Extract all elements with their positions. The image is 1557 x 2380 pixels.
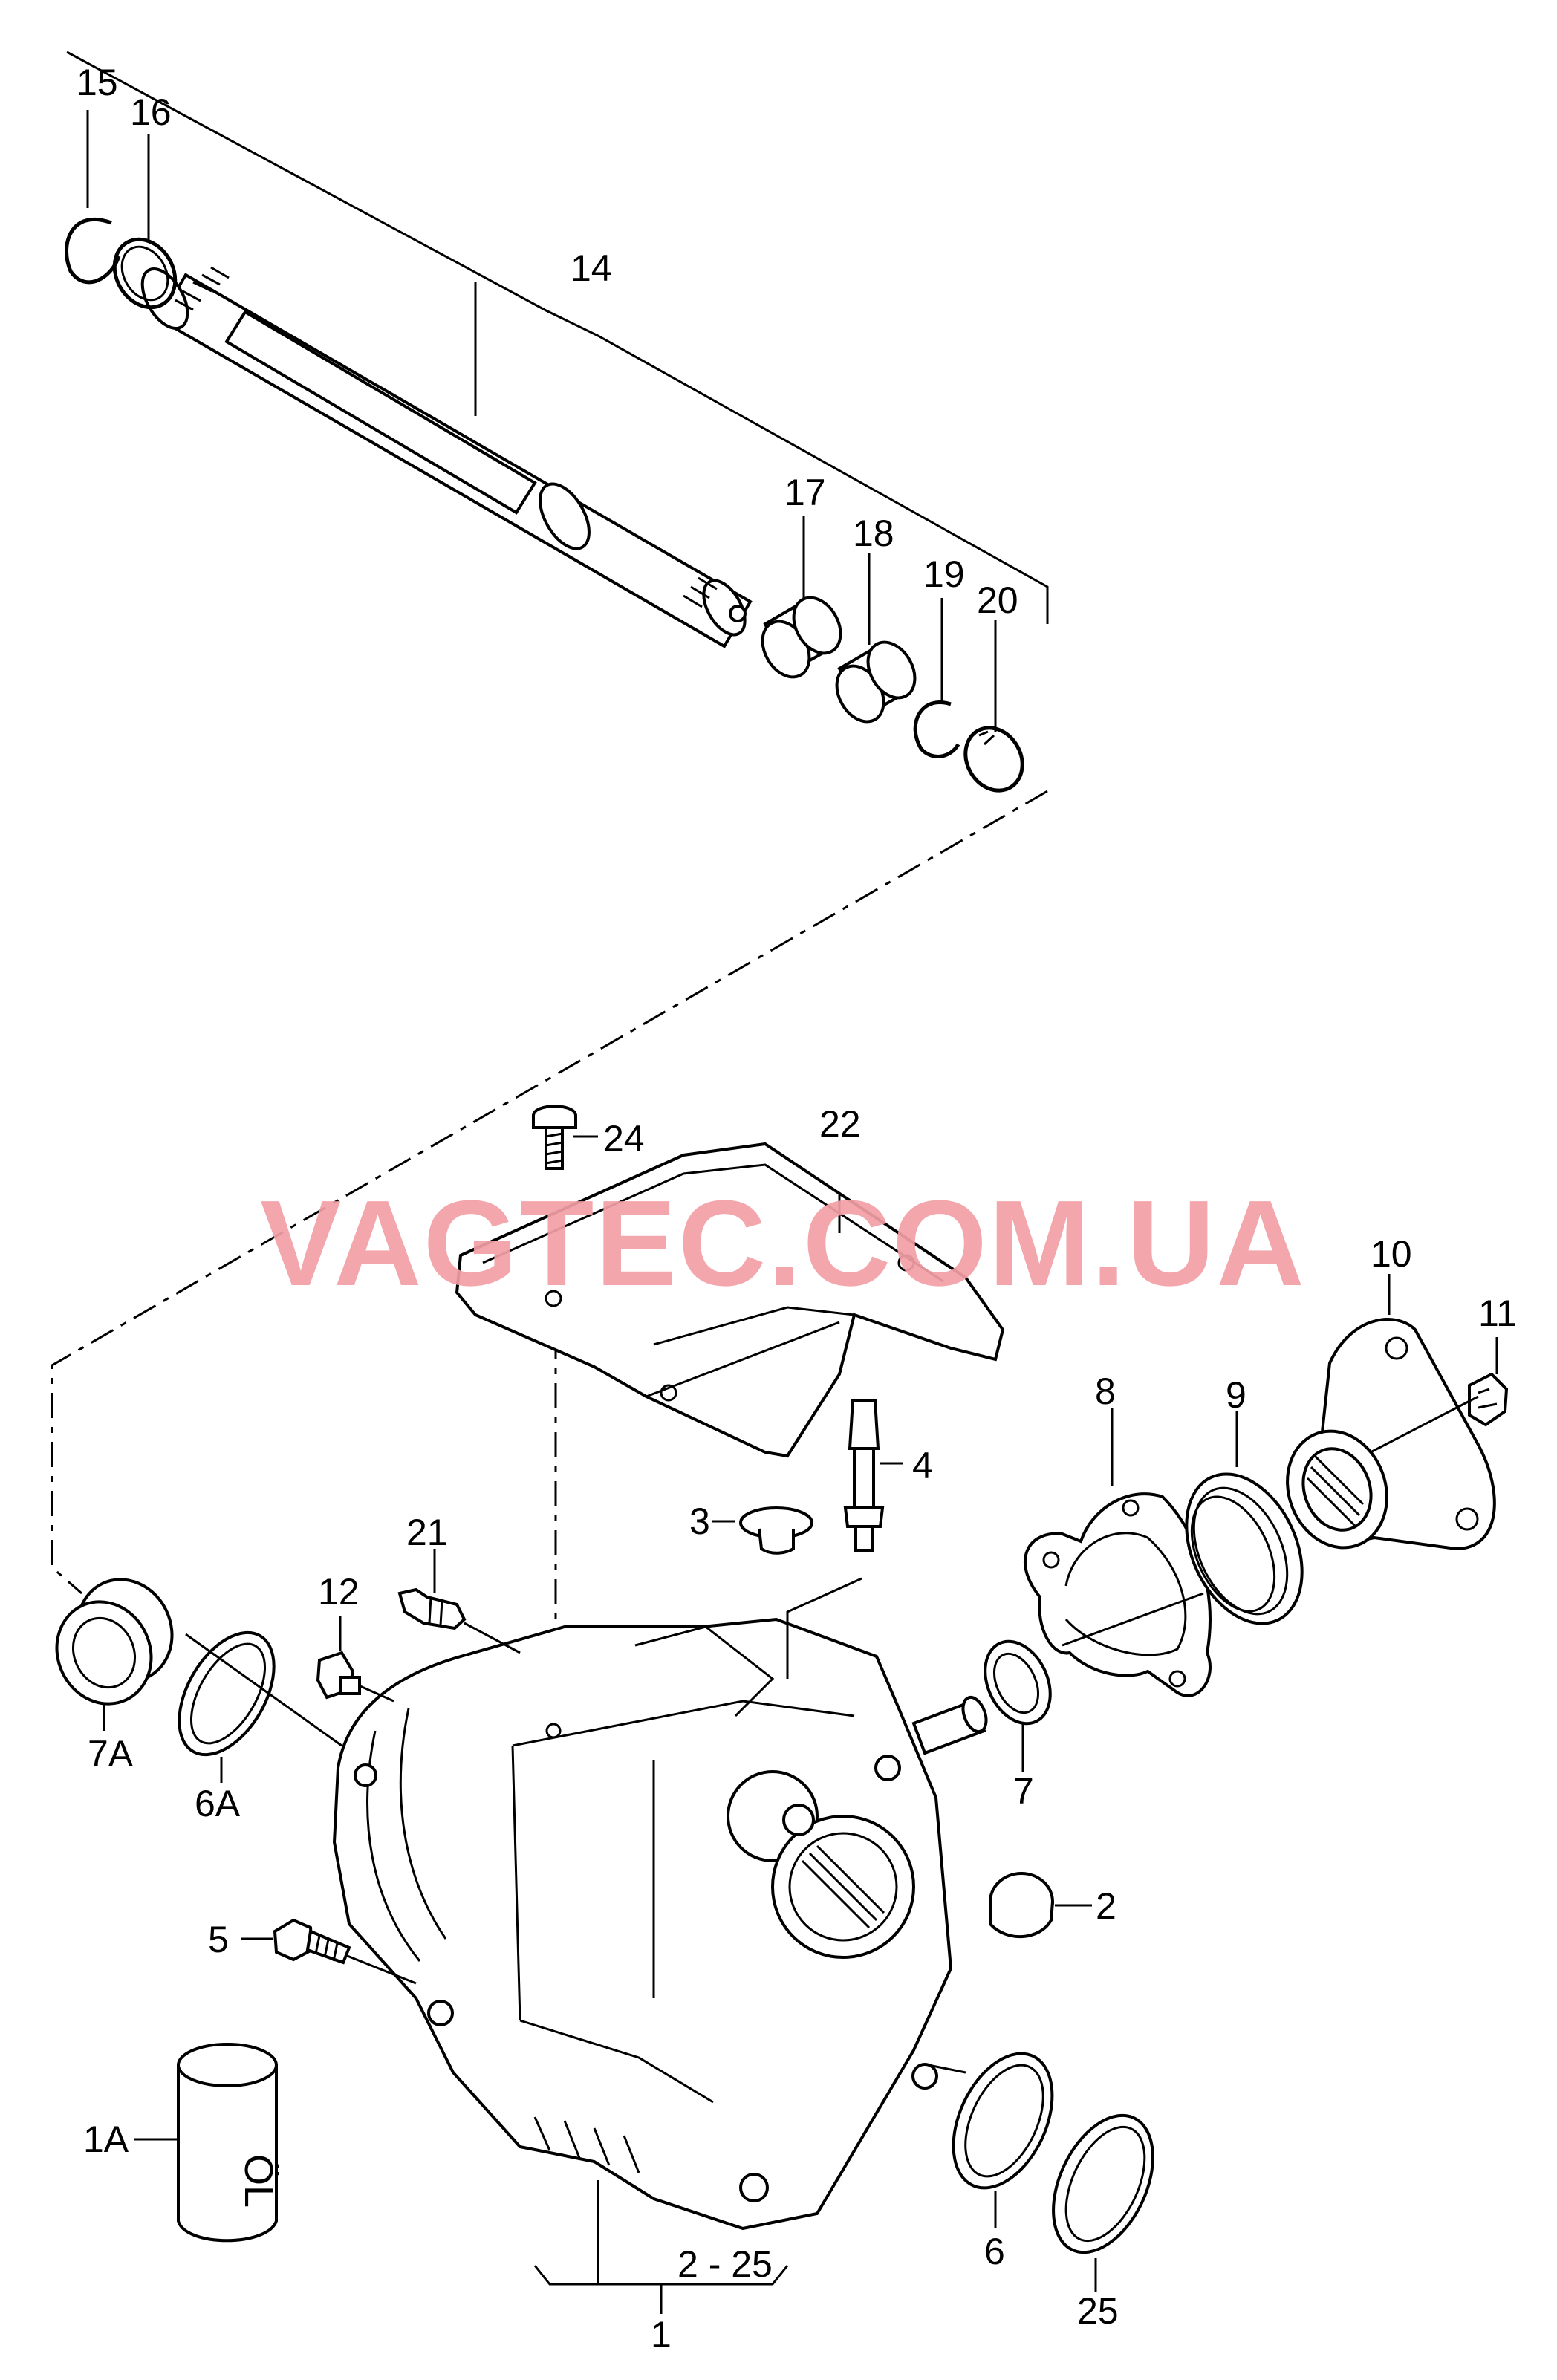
callout-1A: 1A (83, 2119, 129, 2160)
drive-flange-10 (1286, 1318, 1496, 1551)
transfer-case-housing (332, 1617, 953, 2231)
callout-22: 22 (819, 1103, 861, 1145)
bolt-5 (273, 1918, 351, 1965)
washer-16 (112, 237, 178, 310)
seal-9 (1185, 1472, 1304, 1625)
oil-can-1A: ÖL (177, 2043, 281, 2243)
callout-20: 20 (977, 579, 1018, 621)
callout-7A: 7A (88, 1733, 134, 1775)
nut-11 (1468, 1372, 1509, 1427)
drive-shaft (140, 266, 753, 648)
plug-2 (989, 1872, 1054, 1939)
seal-axis-left (185, 1633, 342, 1747)
shaft-group-bracket (66, 51, 1049, 624)
assembly-guide-line (51, 790, 1048, 1595)
callout-14: 14 (571, 247, 612, 289)
sensor-21-axis (464, 1622, 521, 1654)
bolt-5-axis (345, 1954, 417, 1985)
callout-15: 15 (77, 62, 118, 103)
callout-3: 3 (689, 1500, 710, 1542)
callout-18: 18 (853, 513, 894, 554)
plug-12 (316, 1651, 361, 1700)
cap-3 (739, 1506, 813, 1555)
callout-8: 8 (1095, 1371, 1116, 1412)
callout-19: 19 (923, 553, 965, 595)
callout-10: 10 (1371, 1233, 1412, 1275)
seal-6A (178, 1630, 276, 1757)
callout-4: 4 (912, 1445, 933, 1486)
flange-axis-line (1370, 1395, 1479, 1454)
callout-9: 9 (1226, 1374, 1246, 1416)
needle-bearing-17 (761, 596, 842, 679)
callout-21: 21 (406, 1512, 448, 1553)
callout-5: 5 (208, 1919, 229, 1960)
callout-2-25: 2 - 25 (677, 2243, 773, 2285)
seal-7A (55, 1578, 174, 1706)
callout-25: 25 (1077, 2290, 1119, 2332)
callout-16: 16 (130, 91, 172, 133)
callout-7: 7 (1013, 1770, 1034, 1812)
watermark: VAGTEC.COM.UA (260, 1175, 1306, 1311)
callout-12: 12 (318, 1571, 360, 1613)
breather-valve-4 (843, 1399, 885, 1552)
callout-6A: 6A (195, 1783, 241, 1824)
callout-2: 2 (1096, 1885, 1116, 1927)
callout-24: 24 (603, 1118, 645, 1160)
callout-1: 1 (651, 2314, 672, 2355)
shaft-assembly-group (65, 51, 1049, 793)
seal-axis-line (1062, 1592, 1204, 1647)
seal-6 (952, 2052, 1054, 2190)
o-ring-7 (984, 1639, 1052, 1726)
sensor-21 (397, 1587, 467, 1630)
circlip-19 (913, 700, 960, 758)
plug-12-axis (360, 1685, 394, 1703)
cover-plate-22 (455, 1142, 1005, 1458)
leader-3-housing (786, 1577, 862, 1679)
callout-11: 11 (1478, 1293, 1517, 1334)
callout-17: 17 (784, 472, 826, 513)
output-stub (911, 1695, 988, 1755)
retaining-ring-15 (65, 217, 121, 285)
needle-bearing-18 (835, 640, 917, 724)
callout-6: 6 (984, 2231, 1005, 2272)
circlip-20 (963, 726, 1024, 793)
seal-25 (1052, 2113, 1154, 2254)
gasket-8 (1024, 1492, 1212, 1697)
oil-can-label: ÖL (236, 2154, 281, 2208)
seal-6-axis (928, 2064, 966, 2074)
screw-24 (532, 1105, 577, 1170)
